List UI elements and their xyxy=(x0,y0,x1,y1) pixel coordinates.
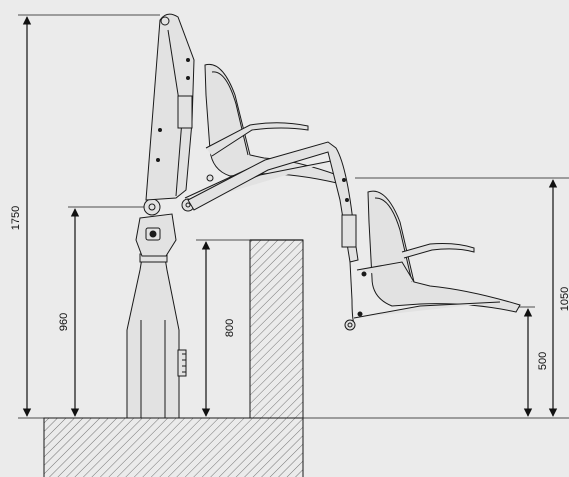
pivot-housing xyxy=(135,198,195,257)
dim-label-wall-height: 800 xyxy=(224,319,236,337)
arm-lowered xyxy=(187,141,359,331)
dimension-arrows xyxy=(22,16,558,417)
dim-label-seat-height: 500 xyxy=(537,352,549,370)
floor-slab xyxy=(43,417,304,477)
lift-base-column xyxy=(126,253,187,419)
pool-wall xyxy=(249,239,304,419)
seat-raised xyxy=(184,63,341,205)
dim-label-total-height: 1750 xyxy=(10,206,22,230)
seat-lowered xyxy=(353,190,521,319)
mast-arm-raised xyxy=(145,13,195,201)
dimension-labels: 1750 960 800 500 1050 xyxy=(10,206,569,370)
dim-label-right-height: 1050 xyxy=(559,287,569,311)
extension-lines xyxy=(18,14,569,419)
dim-label-pivot-height: 960 xyxy=(58,313,70,331)
